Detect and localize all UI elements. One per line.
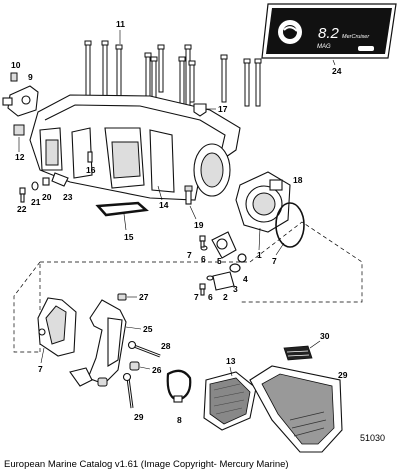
callout-4[interactable]: 4	[243, 274, 248, 284]
callout-12[interactable]: 10	[11, 60, 21, 70]
decal-32[interactable]	[283, 345, 313, 361]
grommet-28[interactable]	[97, 361, 140, 387]
clamp-10[interactable]	[166, 369, 192, 403]
callout-21[interactable]: 19	[194, 220, 204, 230]
callout-9[interactable]: 7	[272, 256, 277, 266]
callout-32[interactable]: 30	[320, 331, 330, 341]
fitting-22[interactable]	[42, 177, 50, 186]
callout-1[interactable]: 1	[257, 250, 262, 260]
callout-8[interactable]: 7	[38, 364, 43, 374]
nut-29[interactable]	[117, 293, 127, 301]
callout-10[interactable]: 8	[177, 415, 182, 425]
screw-7b[interactable]	[199, 283, 206, 296]
intake-manifold-16[interactable]	[29, 94, 241, 201]
callout-29[interactable]: 27	[139, 292, 149, 302]
callout-14[interactable]: 12	[15, 152, 25, 162]
screw-7a[interactable]	[199, 235, 206, 248]
callout-13[interactable]: 11	[116, 19, 125, 29]
callout-19[interactable]: 17	[218, 104, 228, 114]
cover-31[interactable]	[249, 365, 343, 453]
flame-arrestor-15[interactable]	[203, 371, 257, 431]
callout-20[interactable]: 18	[293, 175, 303, 185]
sensor-25[interactable]	[51, 172, 69, 187]
callout-6b[interactable]: 6	[208, 292, 213, 302]
callout-7b[interactable]: 7	[194, 292, 199, 302]
callout-31[interactable]: 29	[338, 370, 348, 380]
callout-2[interactable]: 2	[223, 292, 228, 302]
callout-22[interactable]: 20	[42, 192, 52, 202]
washer-23[interactable]	[31, 181, 39, 191]
drawing-number: 51030	[360, 433, 385, 443]
copyright-caption: European Marine Catalog v1.61 (Image Cop…	[4, 459, 289, 470]
o-ring-4[interactable]	[237, 253, 247, 263]
decal-26[interactable]: 8.2 MAG MerCruiser	[261, 3, 397, 59]
bolt-30a[interactable]	[127, 340, 161, 358]
gasket-9[interactable]	[275, 202, 305, 248]
callout-28[interactable]: 26	[152, 365, 162, 375]
callout-16[interactable]: 14	[159, 200, 169, 210]
o-ring-3[interactable]	[229, 263, 241, 273]
fitting-19[interactable]	[193, 103, 207, 117]
plate-14[interactable]	[13, 124, 25, 136]
callout-5[interactable]: 5	[217, 256, 222, 266]
screw-24[interactable]	[19, 187, 26, 203]
decal-sub-text: MAG	[317, 44, 331, 50]
callout-6a[interactable]: 6	[201, 254, 206, 264]
bracket-8[interactable]	[37, 297, 77, 357]
callout-18[interactable]: 16	[86, 165, 96, 175]
callout-27[interactable]: 25	[143, 324, 153, 334]
callout-17[interactable]: 15	[124, 232, 134, 242]
bracket-27[interactable]	[69, 299, 127, 387]
callout-15[interactable]: 13	[226, 356, 236, 366]
washer-6b[interactable]	[206, 275, 214, 281]
callout-26[interactable]: 24	[332, 66, 342, 76]
stud-18[interactable]	[87, 151, 93, 163]
sensor-2[interactable]	[211, 231, 237, 291]
callout-30a[interactable]: 28	[161, 341, 171, 351]
throttle-body-20[interactable]	[235, 171, 291, 233]
callout-3[interactable]: 3	[233, 284, 238, 294]
gasket-17[interactable]	[95, 201, 149, 217]
connector-12[interactable]	[10, 72, 18, 82]
decal-model-text: 8.2	[318, 25, 340, 42]
sensor-21[interactable]	[184, 185, 193, 205]
callout-11[interactable]: 9	[28, 72, 33, 82]
callout-25[interactable]: 23	[63, 192, 73, 202]
callout-30b[interactable]: 29	[134, 412, 144, 422]
callout-23[interactable]: 21	[31, 197, 41, 207]
callout-24[interactable]: 22	[17, 204, 27, 214]
sensor-11[interactable]	[2, 85, 39, 117]
decal-brand-text: MerCruiser	[342, 34, 370, 40]
bolt-30b[interactable]	[122, 372, 134, 409]
callout-7a[interactable]: 7	[187, 250, 192, 260]
